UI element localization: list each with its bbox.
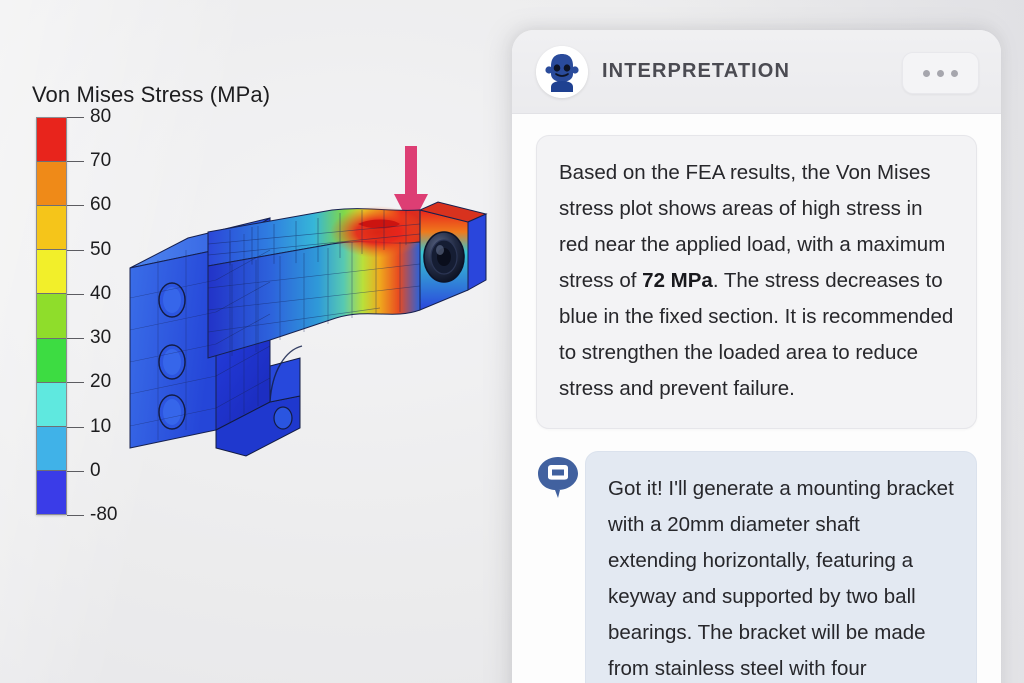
colorbar-band-3 bbox=[37, 250, 66, 295]
fea-result-viewport[interactable]: Von Mises Stress (MPa) 80 70 60 50 40 30 20 10 0… bbox=[0, 0, 512, 683]
interpretation-panel: INTERPRETATION Based on the FEA results,… bbox=[512, 30, 1001, 683]
user-message-row: Got it! I'll generate a mounting bracket… bbox=[536, 451, 977, 683]
colorbar-tick-label-20: 20 bbox=[90, 371, 112, 392]
colorbar-band-0 bbox=[37, 118, 66, 163]
colorbar-tick-40 bbox=[67, 294, 84, 295]
mounting-bracket-fea-mesh[interactable] bbox=[120, 180, 510, 470]
colorbar-tick--80 bbox=[67, 515, 84, 516]
colorbar-tick-80 bbox=[67, 117, 84, 118]
colorbar-tick-label-0: 0 bbox=[90, 460, 101, 481]
plot-title: Von Mises Stress (MPa) bbox=[32, 82, 271, 107]
colorbar-tick-50 bbox=[67, 250, 84, 251]
colorbar-swatches bbox=[36, 117, 67, 515]
colorbar-tick-label-30: 30 bbox=[90, 327, 112, 348]
max-stress-value: 72 MPa bbox=[642, 269, 713, 292]
colorbar-tick-label--80: -80 bbox=[90, 504, 118, 525]
colorbar-tick-label-70: 70 bbox=[90, 150, 112, 171]
colorbar-tick-label-80: 80 bbox=[90, 106, 112, 127]
panel-header: INTERPRETATION bbox=[512, 30, 1001, 114]
ellipsis-icon-dot-2 bbox=[937, 69, 944, 77]
stress-colorbar: 80 70 60 50 40 30 20 10 0 -80 bbox=[36, 106, 176, 525]
ellipsis-icon-dot-1 bbox=[923, 69, 930, 77]
robot-avatar-icon bbox=[536, 45, 588, 98]
interpretation-message: Based on the FEA results, the Von Mises … bbox=[536, 135, 977, 429]
colorbar-band-1 bbox=[37, 162, 66, 207]
colorbar-band-6 bbox=[37, 382, 66, 427]
more-options-button[interactable] bbox=[902, 52, 979, 94]
colorbar-tick-60 bbox=[67, 205, 84, 206]
colorbar-band-5 bbox=[37, 338, 66, 383]
colorbar-tick-label-10: 10 bbox=[90, 416, 112, 437]
ellipsis-icon-dot-3 bbox=[951, 69, 958, 77]
colorbar-tick-label-50: 50 bbox=[90, 239, 112, 260]
colorbar-tick-label-60: 60 bbox=[90, 194, 112, 215]
colorbar-band-4 bbox=[37, 294, 66, 339]
colorbar-band-7 bbox=[37, 426, 66, 471]
speech-bubble-icon bbox=[536, 455, 580, 499]
user-message: Got it! I'll generate a mounting bracket… bbox=[585, 451, 977, 683]
colorbar-tick-70 bbox=[67, 161, 84, 162]
colorbar-band-8 bbox=[37, 470, 66, 514]
page-title: INTERPRETATION bbox=[602, 60, 790, 82]
colorbar-tick-30 bbox=[67, 338, 84, 339]
colorbar-band-2 bbox=[37, 206, 66, 251]
interpretation-text-part-2: . The stress decreases to blue in the fi… bbox=[559, 269, 954, 400]
colorbar-tick-0 bbox=[67, 471, 84, 472]
colorbar-tick-10 bbox=[67, 427, 84, 428]
interpretation-text-part-1: Based on the FEA results, the Von Mises … bbox=[559, 161, 946, 292]
colorbar-tick-20 bbox=[67, 382, 84, 383]
colorbar-tick-label-40: 40 bbox=[90, 283, 112, 304]
message-list: Based on the FEA results, the Von Mises … bbox=[512, 114, 1001, 683]
